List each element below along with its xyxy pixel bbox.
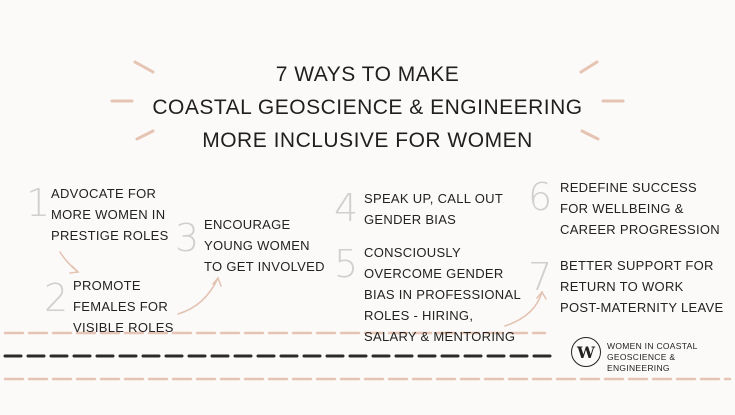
- arrows: [59, 251, 547, 327]
- item-text-2: PROMOTE FEMALES FOR VISIBLE ROLES: [73, 278, 174, 335]
- item-number-7: 7: [528, 255, 553, 299]
- item-text-5: CONSCIOUSLY OVERCOME GENDER BIAS IN PROF…: [364, 245, 521, 344]
- title-line-1: 7 WAYS TO MAKE: [275, 63, 460, 86]
- logo-mark: W: [571, 337, 601, 367]
- item-text-1: ADVOCATE FOR MORE WOMEN IN PRESTIGE ROLE…: [51, 186, 169, 243]
- item-number-2: 2: [44, 276, 69, 320]
- item-text-3: ENCOURAGE YOUNG WOMEN TO GET INVOLVED: [204, 217, 325, 274]
- item-number-6: 6: [528, 175, 553, 219]
- item-text-6: REDEFINE SUCCESS FOR WELLBEING & CAREER …: [560, 180, 720, 237]
- right-rays: [579, 60, 625, 141]
- item-number-1: 1: [26, 181, 51, 225]
- item-number-4: 4: [334, 186, 359, 230]
- item-text-4: SPEAK UP, CALL OUT GENDER BIAS: [364, 191, 504, 227]
- logo-text: WOMEN IN COASTAL GEOSCIENCE & ENGINEERIN…: [607, 341, 698, 373]
- title-line-2: COASTAL GEOSCIENCE & ENGINEERING: [152, 96, 583, 119]
- bottom-borders: [3, 331, 732, 381]
- title-line-3: MORE INCLUSIVE FOR WOMEN: [202, 129, 533, 152]
- item-number-5: 5: [334, 242, 359, 286]
- left-rays: [110, 60, 155, 141]
- item-text-7: BETTER SUPPORT FOR RETURN TO WORK POST-M…: [560, 258, 724, 315]
- item-number-3: 3: [175, 216, 200, 260]
